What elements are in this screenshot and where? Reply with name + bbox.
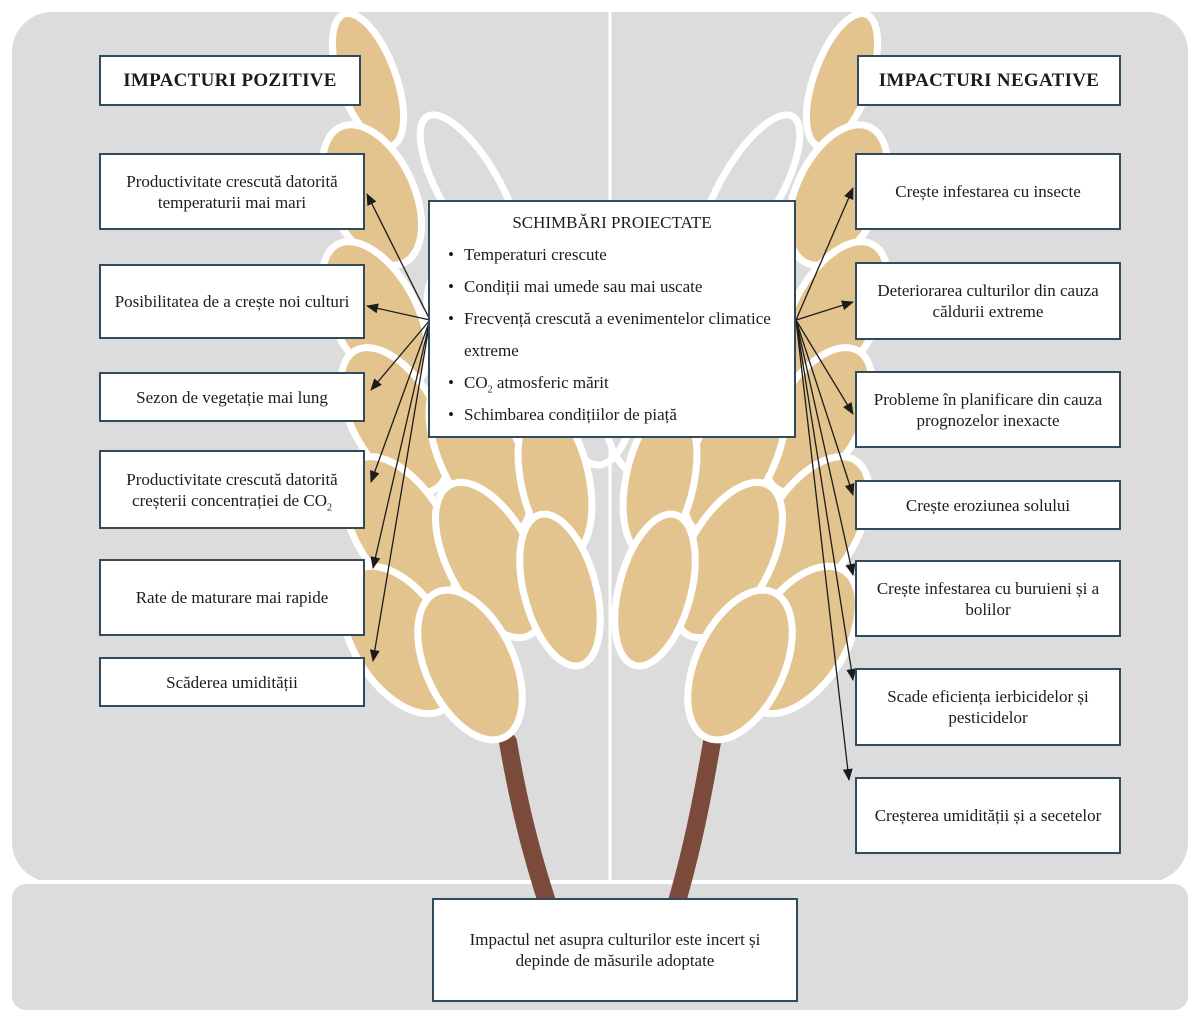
positive-item-faster-maturation: Rate de maturare mai rapide [99,559,365,636]
wheat-grain [611,510,699,670]
projected-change-item: CO2 atmosferic mărit [448,367,776,399]
negative-item-insects: Crește infestarea cu insecte [855,153,1121,230]
arrow-to-positive [366,193,431,321]
positive-item-new-crops: Posibilitatea de a crește noi culturi [99,264,365,339]
wheat-stem-right [667,733,721,914]
negative-item-planning-problems: Probleme în planificare din cauza progno… [855,371,1121,448]
wheat-grain [516,510,604,670]
arrow-to-negative [795,319,853,781]
negative-item-heat-damage: Deteriorarea culturilor din cauza căldur… [855,262,1121,340]
negative-item-humidity-drought: Creșterea umidității și a secetelor [855,777,1121,854]
connector-arrows [366,187,857,781]
arrow-to-positive [369,319,431,662]
negative-item-soil-erosion: Crește eroziunea solului [855,480,1121,530]
arrow-to-negative [795,300,854,321]
arrow-to-positive [370,319,431,483]
arrow-to-negative [795,319,856,576]
positive-item-lower-humidity: Scăderea umidității [99,657,365,707]
wheat-grain [414,586,526,744]
arrow-to-negative [795,319,854,415]
arrow-to-negative [795,187,854,321]
projected-change-item: Frecvență crescută a evenimentelor clima… [448,303,776,367]
projected-change-item: Temperaturi crescute [448,239,776,271]
projected-changes-title: SCHIMBĂRI PROIECTATE [512,213,712,232]
projected-change-item: Condiții mai umede sau mai uscate [448,271,776,303]
projected-change-item: Schimbarea condițiilor de piață [448,399,776,431]
wheat-stem-left [499,733,557,914]
projected-changes-list: Temperaturi crescute Condiții mai umede … [448,239,776,431]
wheat-grain [684,586,796,744]
negative-item-weeds-diseases: Crește infestarea cu buruieni și a bolil… [855,560,1121,637]
positive-item-temperature: Productivitate crescută datorită tempera… [99,153,365,230]
arrow-to-negative [795,319,855,496]
negative-item-herbicide-efficiency: Scade eficiența ierbicidelor și pesticid… [855,668,1121,746]
negative-impacts-header: IMPACTURI NEGATIVE [857,55,1121,106]
net-impact-box: Impactul net asupra culturilor este ince… [432,898,798,1002]
arrow-to-negative [795,319,857,681]
positive-item-longer-season: Sezon de vegetație mai lung [99,372,365,422]
positive-item-co2-productivity: Productivitate crescută datorită creșter… [99,450,365,529]
projected-changes-box: SCHIMBĂRI PROIECTATE Temperaturi crescut… [428,200,796,438]
arrow-to-positive [366,303,431,321]
arrow-to-positive [370,319,431,569]
positive-impacts-header: IMPACTURI POZITIVE [99,55,361,106]
arrow-to-positive [370,319,431,391]
